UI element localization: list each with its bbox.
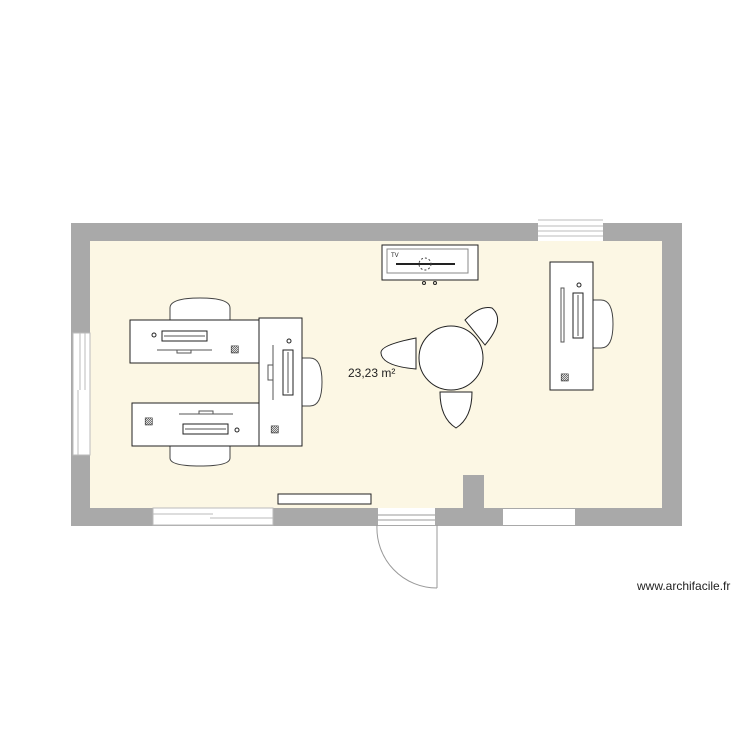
door-bottom[interactable] (376, 508, 438, 589)
desk-1: ▨ (129, 297, 260, 364)
window-top[interactable] (538, 218, 603, 241)
chair-top-right (464, 307, 499, 346)
svg-text:▨: ▨ (270, 424, 279, 435)
window-bottom-right[interactable] (503, 509, 575, 525)
svg-text:▨: ▨ (230, 344, 239, 355)
chair-bottom (439, 391, 473, 429)
round-table (418, 325, 484, 391)
svg-text:▨: ▨ (560, 372, 569, 383)
room-area-label: 23,23 m² (348, 366, 396, 380)
watermark-text: www.archifacile.fr (637, 579, 731, 593)
desk-corner: ▨ (258, 317, 323, 447)
chair-left (380, 337, 417, 370)
tv-unit: TV (381, 244, 479, 285)
window-left[interactable] (72, 332, 91, 456)
partition-wall (463, 475, 484, 508)
svg-text:▨: ▨ (144, 416, 153, 427)
desk-right: ▨ (549, 261, 614, 391)
bench (277, 493, 372, 505)
svg-text:TV: TV (391, 253, 399, 259)
window-bottom-left[interactable] (152, 507, 274, 526)
desk-2: ▨ (131, 402, 261, 467)
